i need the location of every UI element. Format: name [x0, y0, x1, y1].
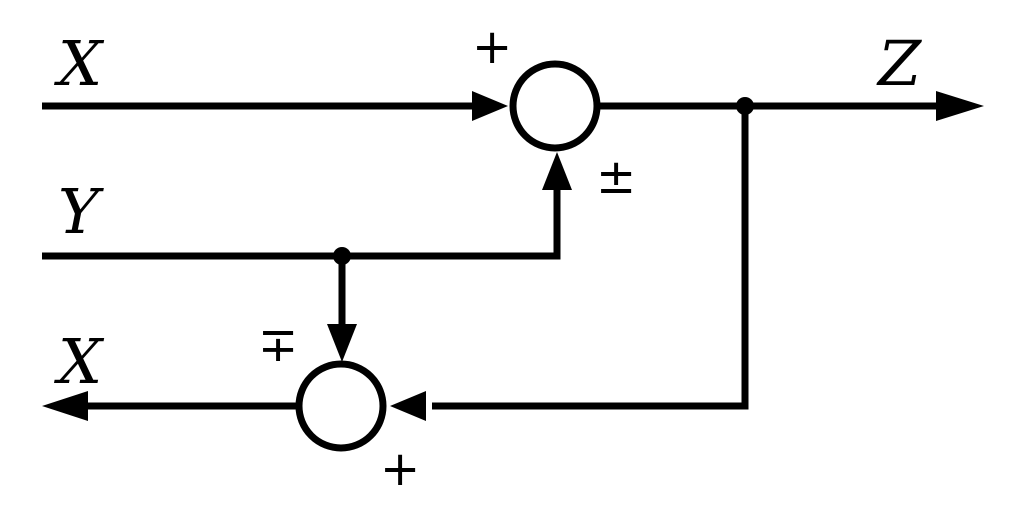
- arrowhead-up-into-top-sum: [542, 152, 572, 190]
- label-input-x: X: [54, 27, 105, 100]
- arrowhead-feedback-into-bottom-sum: [390, 391, 426, 421]
- bottom-summing-junction: [295, 360, 387, 452]
- arrowhead-down-into-bottom-sum: [327, 324, 357, 362]
- sign-top-sum-plus: +: [472, 19, 512, 75]
- arrowhead-into-top-sum: [472, 91, 508, 121]
- wire-y-input: [42, 184, 561, 260]
- branch-point-y: [333, 247, 351, 265]
- top-summing-junction: [509, 60, 601, 152]
- wire-feedback: [432, 106, 749, 410]
- sign-bottom-sum-minus-plus: ∓: [258, 317, 298, 373]
- label-output-x: X: [54, 325, 105, 398]
- arrowhead-x-output: [42, 391, 88, 421]
- label-input-y: Y: [58, 175, 104, 248]
- label-output-z: Z: [876, 27, 922, 100]
- arrowhead-z-output: [936, 91, 984, 121]
- sign-top-sum-plus-minus: ±: [596, 149, 636, 205]
- sign-bottom-sum-plus: +: [380, 441, 420, 497]
- branch-point-z: [736, 97, 754, 115]
